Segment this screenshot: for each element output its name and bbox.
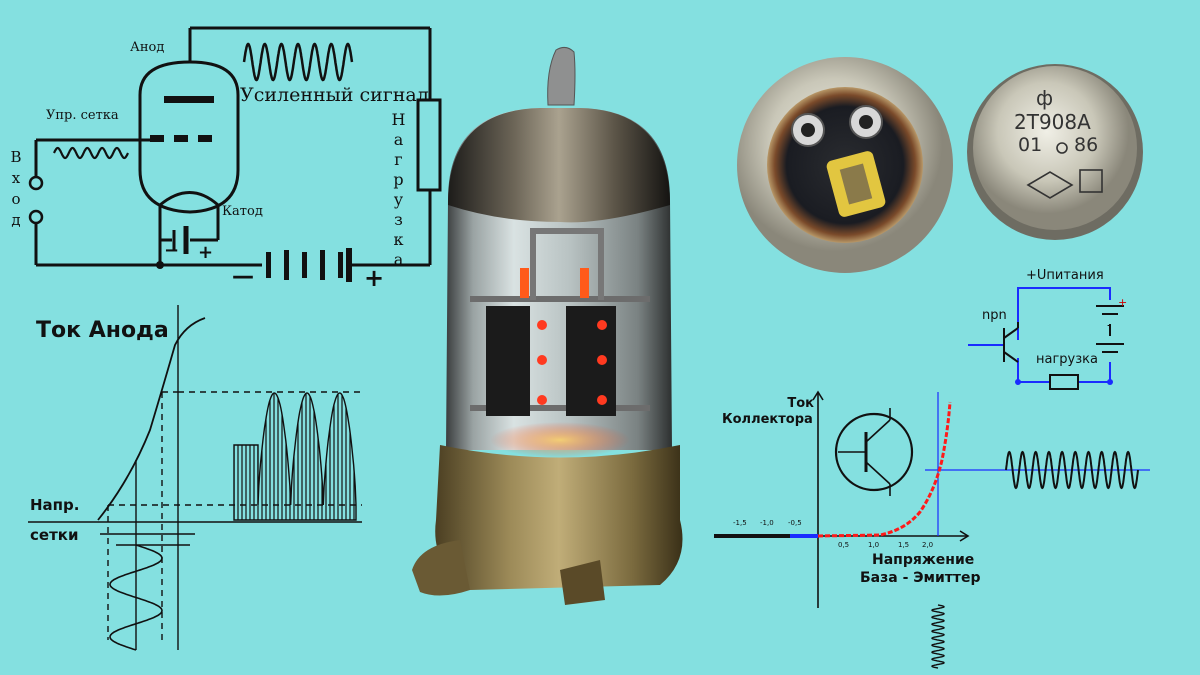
tick-1-5: 1,5 bbox=[898, 541, 910, 549]
tube-characteristic-curve bbox=[97, 317, 206, 521]
collector-current-label-1: Ток bbox=[787, 396, 814, 411]
npn-label: npn bbox=[982, 308, 1007, 323]
tick-0-5: 0,5 bbox=[838, 541, 850, 549]
collector-current-curve bbox=[817, 401, 952, 538]
battery-plus-label: + bbox=[364, 264, 385, 292]
input-terminal-top bbox=[28, 175, 44, 191]
grid-voltage-label-1: Напр. bbox=[30, 496, 80, 514]
input-label: Вход bbox=[7, 148, 25, 232]
tick-neg-0-5: -0,5 bbox=[788, 519, 802, 527]
base-emitter-label-2: База - Эмиттер bbox=[860, 570, 981, 586]
bias-plus-label: + bbox=[198, 242, 214, 263]
manufacturer-logo: ф bbox=[1036, 86, 1054, 110]
tube-tip bbox=[547, 46, 576, 106]
anode-label: Анод bbox=[130, 40, 165, 55]
anode-current-label: Ток Анода bbox=[36, 318, 169, 343]
grid-input-wave bbox=[109, 544, 163, 651]
input-terminal-bottom bbox=[28, 209, 44, 225]
electrode-right bbox=[566, 306, 616, 416]
transistor-symbol-circle bbox=[834, 412, 914, 492]
base-input-wave bbox=[931, 604, 945, 669]
date-code-b: 86 bbox=[1074, 134, 1099, 156]
tube-base bbox=[435, 445, 683, 590]
amplified-signal-wave bbox=[242, 42, 354, 82]
grid-label: Упр. сетка bbox=[46, 108, 119, 123]
tick-neg-1-5: -1,5 bbox=[733, 519, 747, 527]
battery-minus-label: — bbox=[232, 264, 254, 289]
bias-minus-label: − bbox=[164, 240, 180, 261]
npn-load-label: нагрузка bbox=[1036, 352, 1098, 367]
load-label: Нагрузка bbox=[389, 110, 408, 270]
tube-envelope bbox=[138, 60, 240, 214]
tick-2-0: 2,0 bbox=[922, 541, 934, 549]
base-emitter-label-1: Напряжение bbox=[872, 552, 975, 568]
npn-minus-label: - bbox=[1107, 318, 1112, 332]
input-signal-wave bbox=[53, 146, 129, 160]
tick-1-0: 1,0 bbox=[868, 541, 880, 549]
collector-output-wave bbox=[1005, 450, 1139, 490]
anode-output-wave bbox=[233, 392, 357, 521]
grid-voltage-label-2: сетки bbox=[30, 526, 79, 544]
date-code-a: 01 bbox=[1018, 134, 1043, 156]
amplified-signal-label: Усиленный сигнал bbox=[240, 84, 429, 106]
npn-plus-label: + bbox=[1118, 296, 1128, 309]
part-marking: 2Т908А bbox=[1014, 110, 1091, 134]
collector-current-label-2: Коллектора bbox=[722, 412, 813, 427]
electrode-left bbox=[486, 306, 530, 416]
cathode-label: Катод bbox=[222, 204, 263, 219]
tick-neg-1-0: -1,0 bbox=[760, 519, 774, 527]
anode-plate bbox=[164, 96, 214, 103]
supply-label: +Uпитания bbox=[1026, 268, 1104, 283]
